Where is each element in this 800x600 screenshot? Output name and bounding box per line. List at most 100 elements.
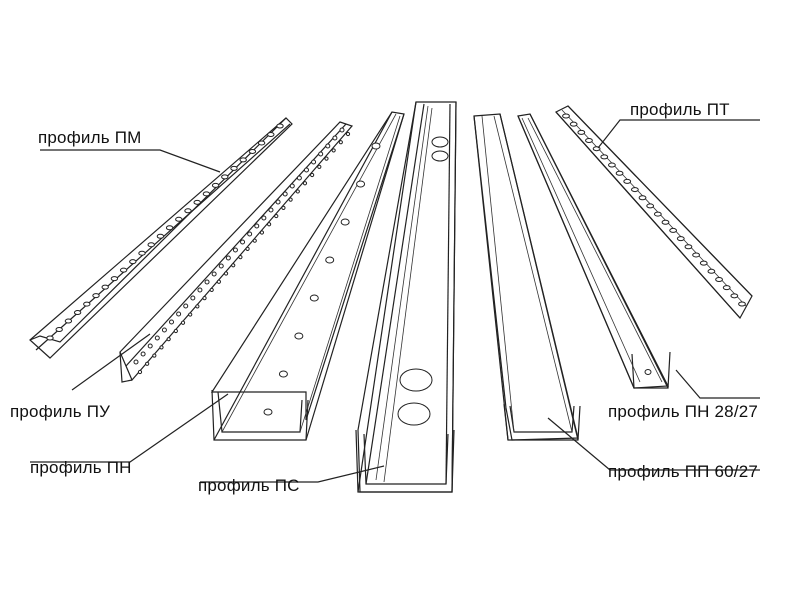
perforation-hole — [646, 203, 655, 209]
profile-pm — [29, 117, 293, 359]
perforation-hole — [730, 293, 739, 299]
profile-pn — [210, 111, 405, 441]
perforation-hole — [289, 183, 295, 189]
perforation-hole — [310, 172, 315, 178]
perforation-hole — [46, 335, 54, 341]
perforation-hole — [707, 268, 716, 274]
perforation-hole — [223, 271, 229, 276]
perforation-hole — [356, 180, 366, 188]
perforation-hole — [159, 345, 164, 350]
profile-pn-2827 — [517, 113, 671, 389]
perforation-hole — [184, 208, 192, 214]
perforation-hole — [338, 140, 343, 145]
perforation-hole — [263, 408, 273, 416]
perforation-hole — [188, 312, 193, 317]
perforation-hole — [676, 236, 685, 242]
perforation-hole — [738, 301, 746, 307]
perforation-hole — [175, 216, 183, 222]
perforation-hole — [197, 287, 203, 293]
perforation-hole — [245, 246, 250, 251]
label-profile-pn-2827: профиль ПН 28/27 — [608, 402, 759, 421]
perforation-hole — [275, 199, 281, 205]
perforation-hole — [585, 138, 593, 144]
perforation-hole — [615, 170, 624, 176]
perforation-hole — [722, 285, 731, 291]
perforation-hole — [248, 148, 257, 154]
perforation-hole — [169, 319, 175, 325]
profile-pu — [119, 121, 354, 383]
perforation-hole — [653, 211, 662, 217]
perforation-hole — [119, 267, 128, 273]
perforation-hole — [216, 279, 221, 284]
perforation-hole — [630, 187, 639, 193]
perforation-hole — [101, 284, 109, 290]
perforation-hole — [302, 181, 308, 186]
perforation-hole — [55, 327, 63, 333]
perforation-hole — [669, 227, 678, 233]
profile-pp-6027 — [473, 113, 581, 441]
perforation-hole — [137, 369, 143, 375]
perforation-hole — [331, 148, 336, 153]
perforation-hole — [661, 219, 670, 225]
perforation-hole — [261, 215, 267, 221]
perforation-hole — [715, 276, 723, 282]
perforation-hole — [325, 256, 335, 264]
perforation-hole — [259, 230, 265, 235]
perforation-hole — [156, 233, 165, 239]
perforation-hole — [110, 276, 119, 282]
perforation-hole — [193, 199, 201, 205]
perforation-hole — [138, 250, 146, 256]
perforation-hole — [340, 218, 350, 226]
perforation-hole — [562, 113, 570, 119]
perforation-hole — [73, 310, 82, 316]
label-profile-pt: профиль ПТ — [630, 100, 730, 119]
perforation-hole — [274, 213, 279, 219]
perforation-hole — [204, 279, 210, 285]
perforation-hole — [296, 175, 302, 181]
perforation-hole — [311, 159, 317, 165]
perforation-hole — [699, 260, 708, 266]
perforation-hole — [240, 239, 246, 245]
perforation-hole — [176, 311, 182, 317]
perforation-hole — [129, 259, 137, 265]
perforation-hole — [282, 191, 288, 197]
perforation-hole — [232, 247, 238, 253]
perforation-hole — [371, 142, 381, 150]
perforation-hole — [324, 156, 329, 161]
perforation-hole — [268, 207, 274, 213]
perforation-hole — [692, 252, 700, 258]
perforation-hole — [209, 287, 214, 293]
perforation-hole — [577, 129, 586, 135]
perforation-hole — [295, 189, 300, 194]
perforation-hole — [318, 151, 324, 157]
perforation-hole — [309, 294, 319, 302]
perforation-hole — [325, 143, 331, 149]
perforation-hole — [173, 328, 178, 334]
perforation-hole — [252, 238, 257, 243]
perforation-hole — [195, 304, 200, 309]
perforation-hole — [267, 131, 275, 137]
perforation-hole — [202, 296, 207, 301]
perforation-hole — [180, 320, 186, 325]
perforation-hole — [190, 295, 196, 301]
perforation-hole — [140, 351, 146, 357]
perforation-hole — [317, 164, 322, 169]
perforation-hole — [339, 127, 345, 133]
perforation-hole — [225, 255, 231, 261]
perforation-hole — [211, 182, 220, 188]
leader-lines — [30, 119, 760, 483]
perforation-hole — [92, 293, 100, 299]
perforation-hole — [231, 263, 236, 268]
label-profile-pu: профиль ПУ — [10, 402, 111, 421]
perforation-hole — [254, 223, 260, 229]
perforation-hole — [238, 255, 243, 260]
perforation-hole — [267, 222, 272, 227]
perforation-hole — [154, 335, 160, 341]
perforation-hole — [345, 131, 351, 137]
perforation-hole — [278, 370, 288, 378]
perforation-hole — [83, 301, 91, 307]
label-profile-pn: профиль ПН — [30, 458, 132, 477]
perforation-hole — [600, 154, 609, 160]
profile-ps — [355, 101, 457, 493]
